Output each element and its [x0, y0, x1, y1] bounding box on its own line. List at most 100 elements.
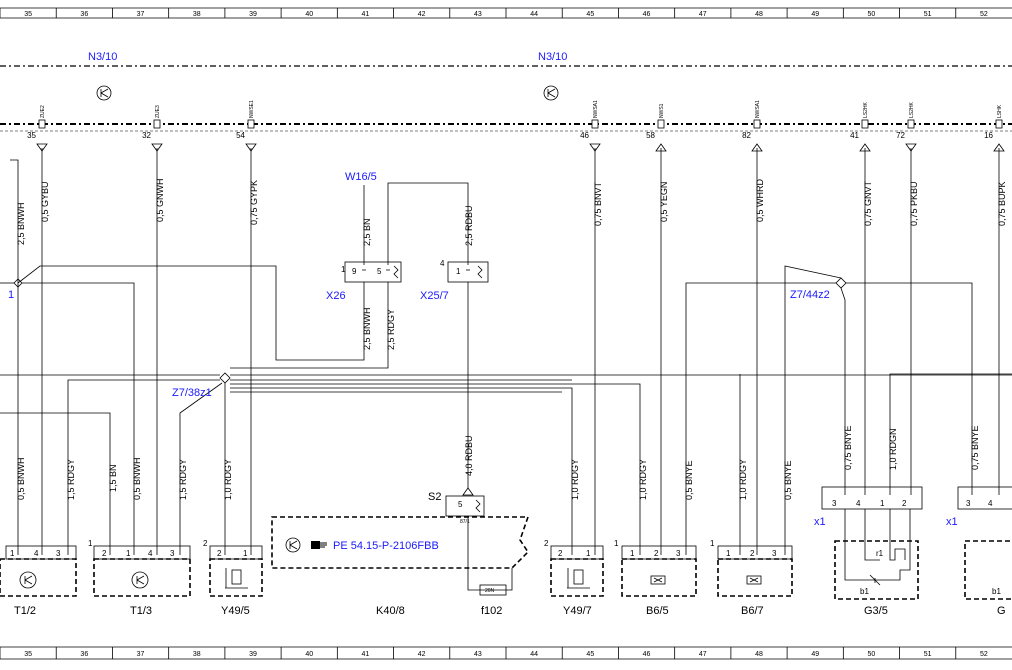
connector-label-x1-right: x1: [946, 516, 958, 528]
grid-number: 45: [586, 651, 594, 658]
connector-pin-label: LS2HK: [909, 101, 915, 118]
connector-pin-number: 58: [646, 131, 655, 140]
wire-label: 0,75 BNVT: [593, 181, 603, 226]
pin-label: 2: [203, 539, 208, 548]
lower-wire-labels: 0,5 BNWH 1,5 RDGY 1,5 BN 0,5 BNWH 1,5 RD…: [16, 425, 980, 500]
connector-pin: [153, 119, 161, 129]
connector-pin-label: NWSA1: [755, 100, 761, 118]
wire-label: 1,0 RDGY: [638, 459, 648, 500]
grid-number: 44: [530, 11, 538, 18]
grid-number: 50: [868, 11, 876, 18]
wire-label: 1,0 RDGY: [738, 459, 748, 500]
wire-label: 0,75 GYPK: [249, 180, 259, 225]
transistor-icon: [96, 85, 112, 101]
module-k40-8: 20N: [271, 516, 530, 596]
connector-x25-7: 4 1: [440, 259, 489, 283]
grid-number: 42: [418, 11, 426, 18]
component-t1-2: 1 4 3: [0, 545, 77, 597]
grid-number: 39: [249, 11, 257, 18]
splice-label-z7-44z2: Z7/44z2: [790, 289, 830, 301]
wire-label: 2,5 BNWH: [362, 307, 372, 350]
grid-number: 46: [643, 11, 651, 18]
wire-label: 1,0 RDGY: [570, 459, 580, 500]
switch-s2: 5 87/1: [445, 495, 485, 525]
splice-z7-38z1: [0, 372, 1012, 555]
component-b6-5: 1 1 2 3: [614, 539, 697, 597]
wire-labels: 2,5 BNWH 0,5 GYBU 0,5 GNWH 0,75 GYPK 2,5…: [16, 178, 1007, 246]
wire-group-top: [10, 148, 1000, 555]
reference-link[interactable]: PE 54.15-P-2106FBB: [333, 540, 439, 552]
module-label-right: N3/10: [538, 51, 567, 63]
grid-number: 49: [811, 11, 819, 18]
connector-pin-number: 82: [742, 131, 751, 140]
wire-label: 2,5 RDGY: [386, 309, 396, 350]
edge-label: 1: [8, 289, 14, 301]
connector-pin-number: 35: [27, 131, 36, 140]
grid-number: 42: [418, 651, 426, 658]
connector-label-x26: X26: [326, 290, 346, 302]
component-label-t1-3: T1/3: [130, 605, 152, 617]
wire-label: 1,5 RDGY: [66, 459, 76, 500]
pin-label: 1: [456, 267, 461, 276]
pin-label: 2: [102, 549, 107, 558]
pin-label: 3: [832, 499, 837, 508]
pin-label: 9: [352, 267, 357, 276]
pin-label: 2: [654, 549, 659, 558]
connector-pin: [861, 119, 869, 129]
wire-label: 0,75 BUPK: [997, 181, 1007, 226]
connector-pin: [657, 119, 665, 129]
connector-pin-number: 54: [236, 131, 245, 140]
grid-number: 37: [137, 11, 145, 18]
wire-label: 0,5 WHRD: [755, 178, 765, 222]
grid-number: 46: [643, 651, 651, 658]
component-label-t1-2: T1/2: [14, 605, 36, 617]
pin-label: 4: [856, 499, 861, 508]
connector-pin: [907, 119, 915, 129]
pin-label: 2: [217, 549, 222, 558]
wire-label: 0,75 BNYE: [843, 425, 853, 470]
pin-label: 2: [544, 539, 549, 548]
component-label-w16-5: W16/5: [345, 171, 377, 183]
connector-pin: [591, 119, 599, 129]
pin-label: 5: [377, 267, 382, 276]
connector-pin-label: ZUE2: [40, 105, 46, 118]
wire-label: 2,5 BN: [362, 218, 372, 246]
component-y49-7: 2 2 1: [544, 539, 604, 597]
transistor-icon: [285, 537, 301, 553]
pin-label: 4: [34, 549, 39, 558]
grid-number: 38: [193, 11, 201, 18]
connector-label-x25-7: X25/7: [420, 290, 449, 302]
grid-number: 47: [699, 11, 707, 18]
pin-label: 3: [170, 549, 175, 558]
pin-label: r1: [876, 549, 884, 558]
grid-number: 49: [811, 651, 819, 658]
wire-label: 0,5 BNWH: [16, 457, 26, 500]
pin-label: 3: [56, 549, 61, 558]
pin-label: 1: [630, 549, 635, 558]
pin-arrows: [36, 143, 1005, 152]
grid-number: 36: [80, 11, 88, 18]
component-label-y49-5: Y49/5: [221, 605, 250, 617]
transistor-icon: [543, 85, 559, 101]
pin-label: 2: [750, 549, 755, 558]
pin-label: 4: [148, 549, 153, 558]
grid-number: 35: [24, 11, 32, 18]
grid-number: 52: [980, 11, 988, 18]
splice-label-z7-38z1: Z7/38z1: [172, 387, 212, 399]
wire-label: 4,0 RDBU: [464, 435, 474, 476]
switch-label-s2: S2: [428, 491, 441, 503]
component-y49-5: 2 2 1: [203, 539, 263, 597]
component-label-b6-5: B6/5: [646, 605, 669, 617]
grid-number: 47: [699, 651, 707, 658]
wire-label: 1,5 BN: [108, 464, 118, 492]
hand-pointer-icon: [311, 541, 327, 549]
fuse-rating: 20N: [485, 588, 495, 594]
grid-number: 43: [474, 651, 482, 658]
pin-label: 1: [341, 265, 346, 274]
module-label-left: N3/10: [88, 51, 117, 63]
wire-label: 0,5 GNWH: [155, 178, 165, 222]
pin-label: 1: [10, 549, 15, 558]
